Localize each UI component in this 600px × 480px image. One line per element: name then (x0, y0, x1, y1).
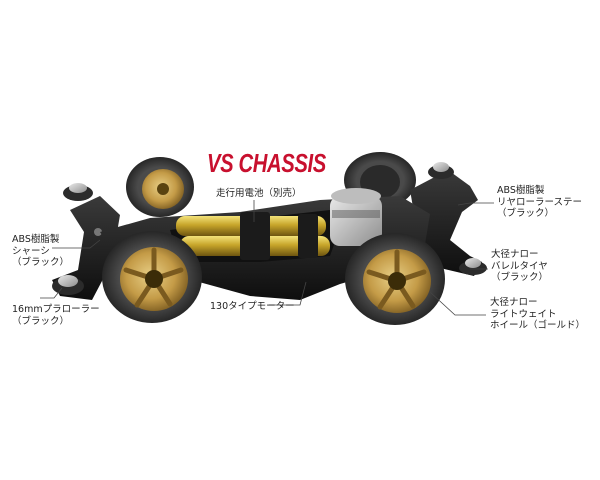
front-left-wheel (102, 231, 202, 323)
rear-front-right-wheel (345, 233, 445, 325)
callout-rear-roller-stay: ABS樹脂製 リヤローラーステー （ブラック） (497, 185, 583, 219)
callout-roller: 16mmプラローラー （ブラック） (12, 304, 100, 327)
chassis-title: VS CHASSIS (207, 148, 326, 178)
motor (330, 188, 382, 246)
callout-battery: 走行用電池（別売） (216, 188, 302, 199)
callout-chassis: ABS樹脂製 シャーシ （ブラック） (12, 234, 70, 268)
callout-wheel: 大径ナロー ライトウェイト ホイール（ゴールド） (490, 297, 586, 331)
callout-tire: 大径ナロー バレルタイヤ （ブラック） (491, 249, 549, 283)
rear-left-wheel (126, 157, 194, 217)
battery (176, 212, 330, 260)
callout-motor: 130タイプモーター (210, 301, 295, 312)
leader-lines (40, 200, 494, 316)
